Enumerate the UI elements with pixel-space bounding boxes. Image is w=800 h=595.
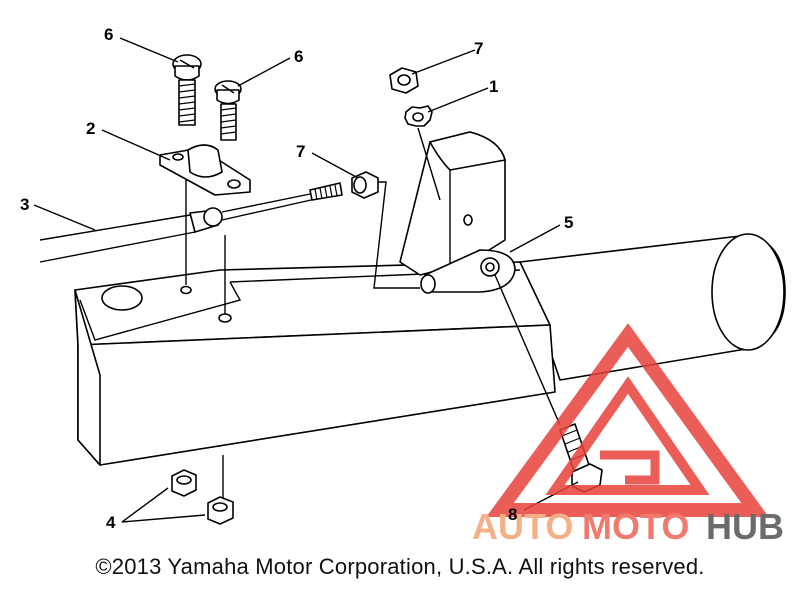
callout-1: 1	[489, 77, 498, 96]
tiller-cylinder	[519, 233, 786, 381]
callout-6a: 6	[104, 25, 113, 44]
lever-arm	[399, 131, 506, 276]
ball-joint	[420, 249, 516, 294]
leader-lines	[33, 37, 579, 523]
callout-7a: 7	[474, 39, 483, 58]
cable-clamp	[159, 144, 251, 196]
nut-lower	[207, 496, 234, 525]
top-nut	[389, 67, 419, 94]
screw-right	[214, 80, 242, 141]
callout-5: 5	[564, 213, 573, 232]
callout-3: 3	[20, 195, 29, 214]
nut-upper	[171, 469, 197, 497]
guide-lines	[185, 127, 561, 498]
automotohub-logo	[486, 323, 769, 517]
watermark-hub: HUB	[706, 506, 784, 547]
callout-4: 4	[106, 513, 116, 532]
cable-nut	[351, 171, 379, 199]
logo-triangle-outer	[486, 323, 769, 517]
callout-6b: 6	[294, 47, 303, 66]
watermark-moto: MOTO	[582, 506, 689, 547]
screw-left	[172, 54, 202, 126]
callout-7b: 7	[296, 142, 305, 161]
copyright-notice: ©2013 Yamaha Motor Corporation, U.S.A. A…	[95, 554, 705, 579]
callout-2: 2	[86, 119, 95, 138]
callout-8: 8	[508, 505, 517, 524]
logo-triangle-inner	[545, 376, 710, 495]
watermark-auto: AUTO	[472, 506, 573, 547]
lock-washer	[404, 105, 433, 127]
throttle-cable	[39, 182, 343, 263]
